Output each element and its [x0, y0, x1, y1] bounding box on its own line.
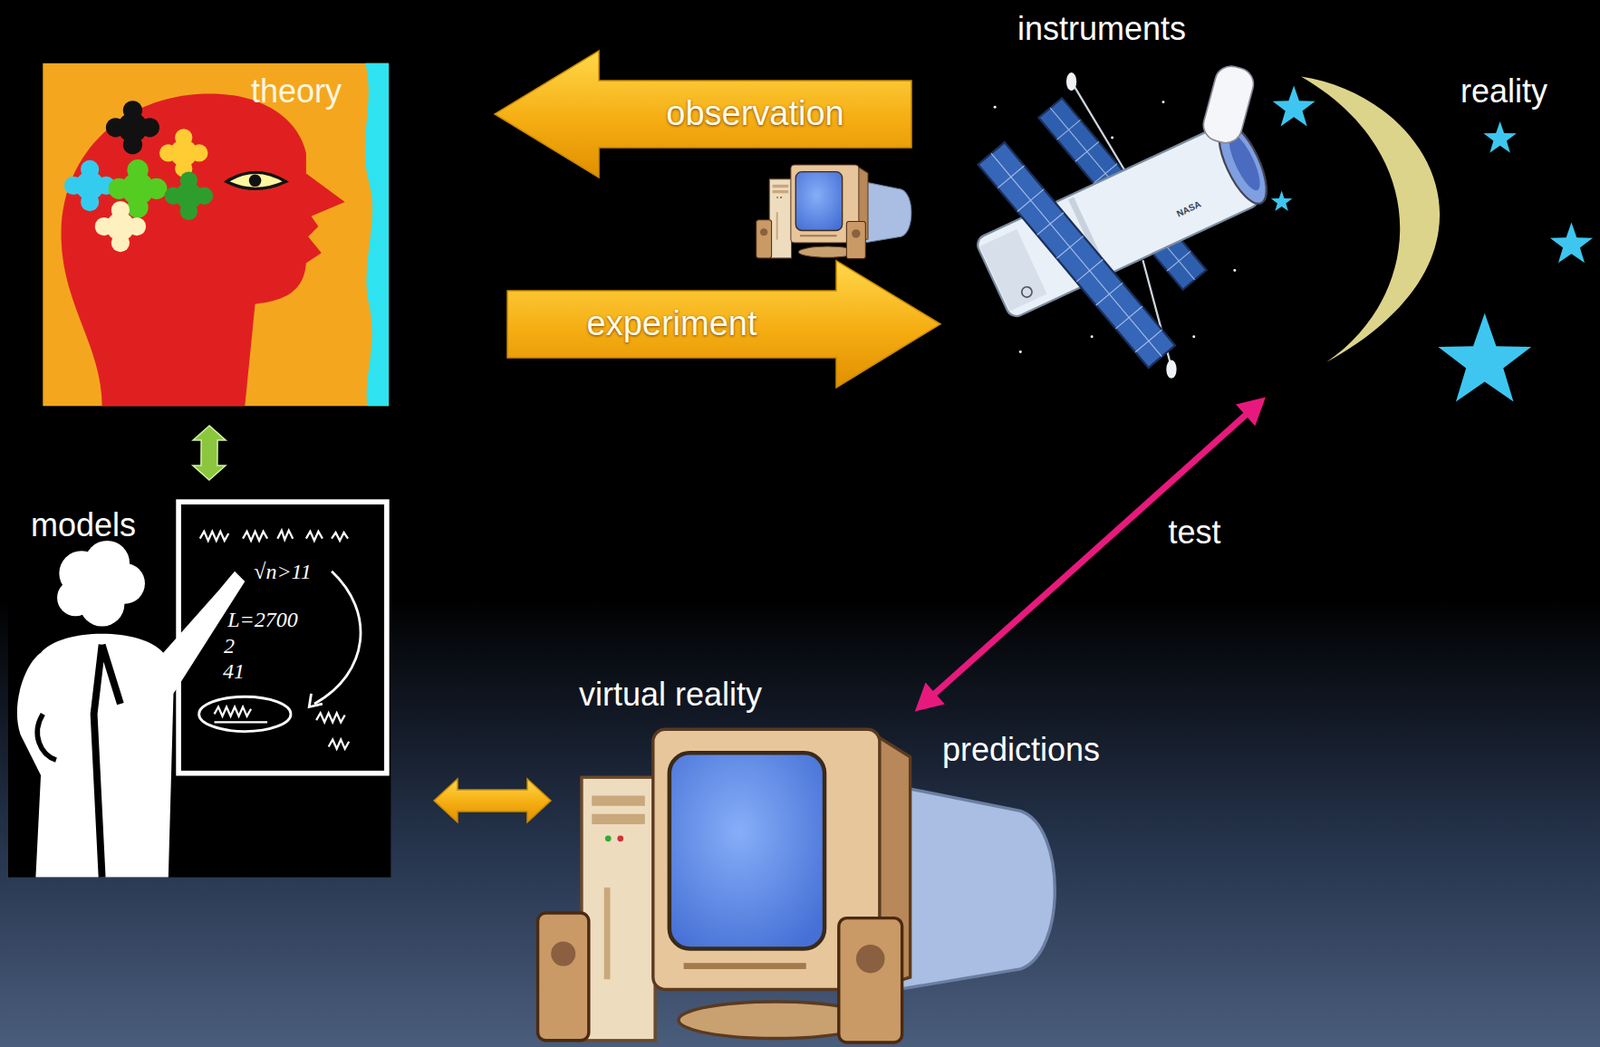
theory-models-arrow	[192, 425, 226, 481]
computers	[538, 729, 1056, 1043]
models-illustration	[214, 707, 269, 723]
satellite	[1233, 269, 1236, 272]
illustration	[8, 62, 1593, 1043]
computers	[756, 164, 912, 260]
theory-illustration	[249, 174, 262, 188]
moon-and-stars	[1437, 313, 1532, 403]
models-computer-arrow	[433, 779, 551, 823]
satellite	[1161, 100, 1165, 104]
models-illustration	[199, 696, 291, 732]
models-illustration	[178, 501, 387, 774]
models-illustration	[316, 713, 349, 749]
theory-illustration	[106, 100, 160, 155]
satellite	[1110, 136, 1114, 140]
moon-and-stars	[1271, 191, 1293, 212]
theory-label: theory	[250, 72, 342, 110]
models-illustration	[94, 645, 121, 878]
models-computer-arrow	[433, 779, 551, 823]
moon-and-stars	[1271, 76, 1593, 402]
arrowhead	[915, 683, 945, 713]
virtual-reality-label: virtual reality	[578, 675, 762, 714]
satellite	[979, 229, 1047, 311]
theory-illustration	[164, 171, 213, 220]
blackboard-number: 2	[223, 634, 235, 660]
blackboard-formula: L=2700	[227, 607, 299, 634]
theory-illustration	[159, 128, 208, 177]
models-illustration	[8, 498, 391, 878]
models-illustration	[37, 713, 57, 761]
test-arrow	[931, 411, 1250, 697]
theory-models-arrow	[192, 425, 226, 481]
satellite	[1090, 335, 1094, 338]
moon-and-stars	[1301, 76, 1440, 362]
predictions-label: predictions	[942, 731, 1100, 769]
satellite	[974, 62, 1277, 379]
satellite	[1199, 62, 1257, 147]
models-illustration	[200, 530, 348, 541]
experiment-label: experiment	[587, 304, 758, 345]
satellite	[977, 142, 1176, 368]
arrowhead	[1235, 396, 1266, 426]
satellite	[1020, 285, 1034, 299]
virtual-reality-computer: virtual reality predictions	[540, 674, 1124, 1042]
satellite	[977, 142, 1176, 368]
instruments-group: instruments	[915, 9, 1266, 408]
theory-illustration	[42, 63, 389, 406]
theory-box: theory	[42, 63, 389, 406]
models-illustration	[314, 571, 361, 704]
satellite	[1166, 360, 1176, 379]
models-illustration	[308, 693, 323, 708]
experiment-arrow	[507, 260, 941, 388]
theory-illustration	[95, 201, 146, 252]
theory-illustration	[64, 160, 116, 212]
instruments-label: instruments	[1017, 9, 1186, 48]
observation-arrow	[494, 50, 912, 178]
satellite	[1192, 335, 1196, 338]
satellite	[993, 106, 997, 109]
models-illustration	[79, 581, 126, 627]
models-label: models	[30, 506, 136, 544]
theory-illustration	[226, 172, 286, 189]
reality-label: reality	[1460, 72, 1548, 110]
test-label: test	[1167, 513, 1221, 551]
models-group: models	[9, 500, 389, 878]
reality-group: reality	[1265, 61, 1595, 419]
moon-and-stars	[1483, 121, 1516, 154]
theory-illustration	[42, 63, 389, 406]
satellite	[977, 142, 1176, 368]
observation-arrow	[494, 50, 912, 178]
theory-illustration	[61, 93, 346, 406]
satellite	[1066, 72, 1077, 91]
blackboard-number: 41	[222, 659, 245, 685]
experiment-arrow	[507, 260, 941, 388]
satellite	[1019, 350, 1022, 354]
theory-illustration	[365, 63, 389, 406]
blackboard-formula: √n>11	[253, 559, 312, 586]
moon-and-stars	[1550, 222, 1593, 264]
moon-and-stars	[1272, 86, 1316, 127]
observation-label: observation	[665, 94, 844, 135]
models-illustration	[17, 571, 245, 878]
models-illustration	[8, 498, 391, 878]
test-arrow	[915, 396, 1266, 712]
